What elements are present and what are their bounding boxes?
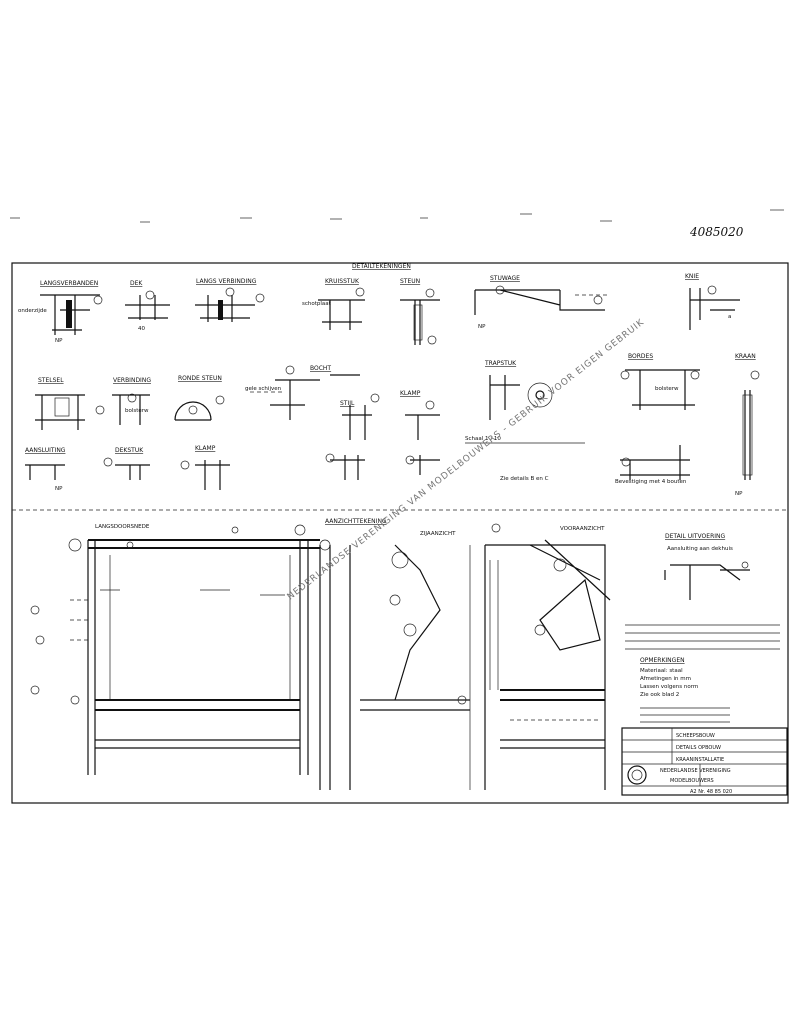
svg-text:DEK: DEK	[130, 280, 143, 287]
detail-verbinding: VERBINDING bolsterw	[112, 377, 151, 425]
detail-trapstuk: TRAPSTUK Schaal 1 : 10 Zie details B en …	[465, 360, 585, 482]
svg-text:KLAMP: KLAMP	[195, 445, 216, 452]
svg-text:KRUISSTUK: KRUISSTUK	[325, 278, 360, 285]
detail-mid-row3	[325, 453, 440, 480]
svg-text:TRAPSTUK: TRAPSTUK	[484, 360, 517, 367]
svg-text:SCHEEPSBOUW: SCHEEPSBOUW	[676, 733, 715, 739]
svg-text:DETAIL UITVOERING: DETAIL UITVOERING	[665, 533, 726, 540]
svg-text:NP: NP	[478, 324, 486, 330]
svg-text:ZIJAANZICHT: ZIJAANZICHT	[420, 531, 456, 537]
svg-text:Afmetingen in mm: Afmetingen in mm	[640, 676, 691, 682]
detail-kraan: KRAAN NP	[735, 353, 760, 497]
detail-bordes: BORDES bolsterw	[620, 353, 700, 410]
svg-text:gele schijven: gele schijven	[245, 386, 282, 392]
svg-text:KRAAN: KRAAN	[735, 353, 756, 360]
top-registration-marks	[10, 209, 784, 223]
detail-klamp-a: KLAMP	[400, 390, 440, 440]
svg-text:a: a	[728, 314, 731, 320]
drawing-border	[11, 262, 789, 804]
svg-text:Aansluiting aan dekhuis: Aansluiting aan dekhuis	[667, 546, 733, 552]
svg-text:KLAMP: KLAMP	[400, 390, 421, 397]
section-details-heading: DETAILTEKENINGEN	[352, 263, 411, 270]
detail-plate: Bevestiging met 4 bouten	[615, 445, 690, 485]
svg-text:MODELBOUWERS: MODELBOUWERS	[670, 778, 714, 784]
svg-text:AANSLUITING: AANSLUITING	[25, 447, 66, 454]
svg-text:DETAILS OPBOUW: DETAILS OPBOUW	[676, 745, 721, 751]
svg-text:NEDERLANDSE VERENIGING: NEDERLANDSE VERENIGING	[660, 768, 731, 774]
detail-bocht: BOCHT gele schijven	[245, 365, 360, 420]
detail-stijl: STIJL	[340, 393, 380, 440]
detail-ronde-steun: RONDE STEUN	[174, 375, 225, 421]
svg-text:Lassen volgens norm: Lassen volgens norm	[640, 684, 698, 690]
detail-dek: DEK 40	[125, 280, 170, 332]
svg-text:RONDE STEUN: RONDE STEUN	[178, 375, 222, 382]
detail-langsverbanden: LANGSVERBANDEN onderzijde NP	[18, 280, 103, 344]
svg-text:NP: NP	[55, 338, 63, 344]
svg-text:LANGS VERBINDING: LANGS VERBINDING	[196, 278, 257, 285]
handwritten-drawing-number: 4085020	[689, 225, 744, 239]
association-seal-icon	[627, 765, 647, 785]
svg-text:Bevestiging met 4 bouten: Bevestiging met 4 bouten	[615, 479, 687, 485]
svg-text:STEUN: STEUN	[400, 278, 420, 285]
svg-text:VOORAANZICHT: VOORAANZICHT	[560, 526, 605, 532]
svg-text:Zie details B en C: Zie details B en C	[500, 476, 549, 482]
svg-text:bolsterw: bolsterw	[655, 386, 679, 392]
view-langsdoorsnede: LANGSDOORSNEDE	[30, 524, 331, 775]
svg-text:BORDES: BORDES	[628, 353, 653, 360]
view-vooraanzicht: VOORAANZICHT	[484, 523, 611, 790]
detail-langs-verbinding: LANGS VERBINDING	[195, 278, 265, 322]
detail-kruisstuk: KRUISSTUK schotplaat	[302, 278, 365, 330]
svg-text:bolsterw: bolsterw	[125, 408, 149, 414]
svg-text:KNIE: KNIE	[685, 273, 699, 280]
detail-knie: KNIE a	[685, 273, 740, 330]
detail-klamp-b: KLAMP	[180, 445, 230, 490]
detail-stelsel: STELSEL	[35, 377, 105, 430]
detail-stuwage: STUWAGE NP	[474, 275, 610, 330]
svg-text:schotplaat: schotplaat	[302, 301, 332, 307]
section-views-heading: AANZICHTTEKENING	[325, 518, 387, 525]
svg-text:OPMERKINGEN: OPMERKINGEN	[640, 657, 685, 664]
svg-text:STIJL: STIJL	[340, 400, 355, 407]
detail-steun: STEUN	[400, 278, 440, 345]
detail-uitvoering: DETAIL UITVOERING Aansluiting aan dekhui…	[664, 533, 750, 600]
svg-text:STUWAGE: STUWAGE	[490, 275, 520, 282]
svg-text:Materiaal: staal: Materiaal: staal	[640, 668, 683, 674]
svg-text:BOCHT: BOCHT	[310, 365, 331, 372]
svg-text:NP: NP	[735, 491, 743, 497]
svg-text:KRAANINSTALLATIE: KRAANINSTALLATIE	[676, 757, 724, 763]
svg-text:LANGSDOORSNEDE: LANGSDOORSNEDE	[95, 524, 150, 530]
detail-aansluiting: AANSLUITING NP	[25, 447, 66, 492]
view-zijaanzicht: ZIJAANZICHT	[319, 531, 471, 790]
svg-text:NP: NP	[55, 486, 63, 492]
svg-text:Schaal 1 : 10: Schaal 1 : 10	[465, 436, 501, 442]
title-block: SCHEEPSBOUW DETAILS OPBOUW KRAANINSTALLA…	[621, 727, 788, 796]
svg-text:VERBINDING: VERBINDING	[113, 377, 151, 384]
remarks-block: OPMERKINGEN Materiaal: staal Afmetingen …	[625, 624, 780, 723]
svg-text:onderzijde: onderzijde	[18, 308, 47, 314]
detail-dekstuk: DEKSTUK	[103, 447, 150, 480]
svg-text:DEKSTUK: DEKSTUK	[115, 447, 144, 454]
svg-text:40: 40	[138, 326, 145, 332]
svg-text:LANGSVERBANDEN: LANGSVERBANDEN	[40, 280, 98, 287]
svg-text:STELSEL: STELSEL	[38, 377, 64, 384]
svg-text:A2 Nr. 48 85 020: A2 Nr. 48 85 020	[690, 789, 732, 795]
svg-text:Zie ook blad 2: Zie ook blad 2	[640, 692, 679, 698]
